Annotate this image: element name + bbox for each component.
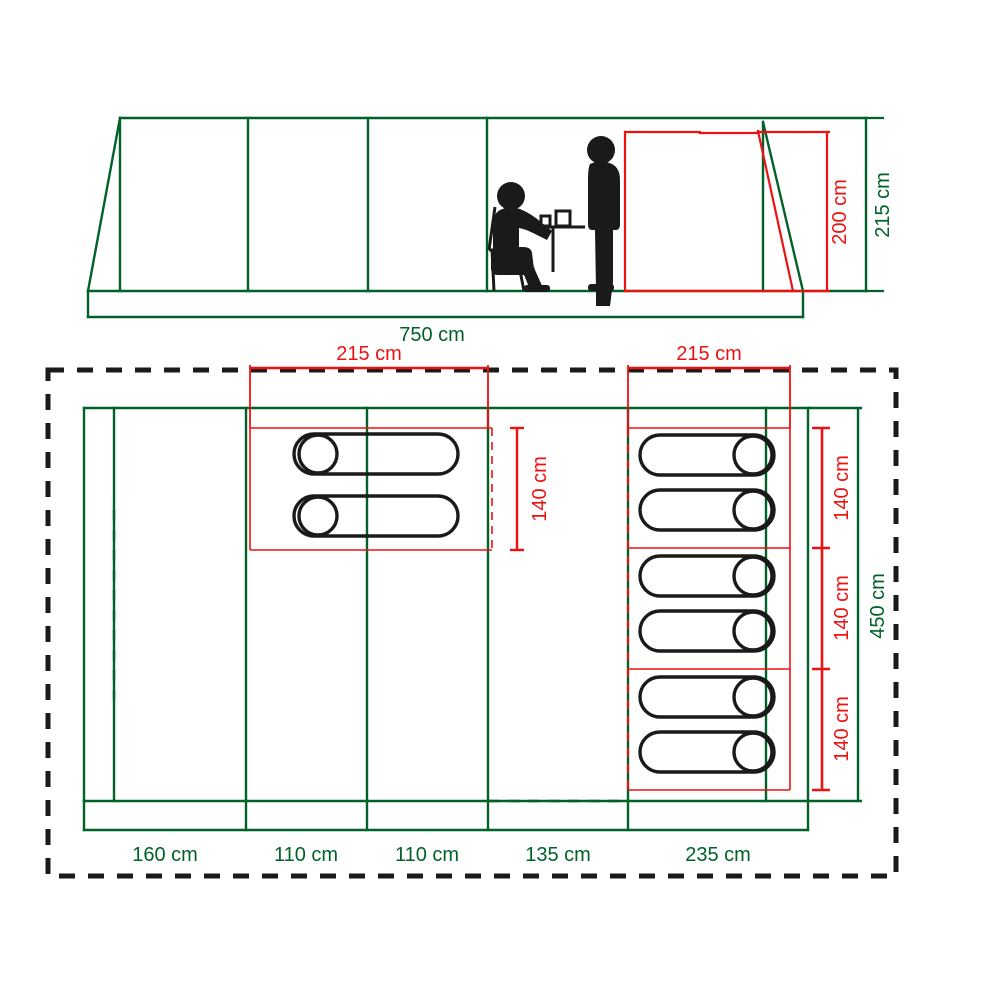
standing-person-foot	[588, 284, 614, 291]
elevation-porch-slope-outer	[761, 120, 805, 293]
sleeping-bag-head	[297, 495, 339, 537]
sleeping-bag-head	[732, 489, 774, 531]
chair-rear-leg	[514, 249, 526, 292]
dim-750-label: 750 cm	[399, 324, 465, 346]
dim-140-right-group	[812, 426, 830, 792]
dim-215-right-label: 215 cm	[676, 343, 742, 365]
sleeping-bag	[292, 432, 460, 476]
human-figures-group	[487, 136, 620, 306]
seated-person-head	[497, 182, 525, 210]
sleeping-bag-body	[638, 675, 776, 719]
chair-back	[487, 206, 497, 251]
sleeping-bag	[638, 554, 776, 598]
sleeping-bag	[638, 730, 776, 774]
dim-140-r2-label: 140 cm	[831, 575, 853, 641]
left-bedroom-outline	[249, 427, 492, 551]
sleeping-bag-body	[638, 433, 776, 477]
dim-215-height-label: 215 cm	[872, 172, 894, 238]
chair-front-leg	[490, 249, 496, 292]
dim-200-label: 200 cm	[829, 179, 851, 245]
sleeping-bag-head	[732, 676, 774, 718]
seg-110b-label: 110 cm	[395, 844, 459, 866]
sleeping-bag-body	[292, 432, 460, 476]
sleeping-bag-body	[292, 494, 460, 538]
sleeping-bag	[292, 494, 460, 538]
dim-200cm	[758, 130, 830, 293]
dim-140-left-label: 140 cm	[529, 456, 551, 522]
seg-110a-label: 110 cm	[274, 844, 338, 866]
elevation-inner-right-slope	[756, 129, 795, 293]
dim-215cm-height	[866, 116, 884, 293]
sleeping-bag-head	[732, 731, 774, 773]
table-item-cup	[539, 214, 552, 228]
standing-person-figure	[587, 136, 620, 306]
dim-215-left-label: 215 cm	[336, 343, 402, 365]
seg-135-label: 135 cm	[525, 844, 591, 866]
seg-160-label: 160 cm	[132, 844, 198, 866]
chair	[487, 206, 526, 292]
seated-person-lower-leg	[522, 260, 544, 292]
dim-140-left	[510, 426, 524, 552]
sleeping-bag-body	[638, 730, 776, 774]
sleeping-bag	[638, 433, 776, 477]
dim-450-label: 450 cm	[867, 573, 889, 639]
sleeping-bag-head	[732, 434, 774, 476]
sleeping-bag-body	[638, 554, 776, 598]
side-elevation-view	[86, 116, 868, 319]
elevation-left-slope	[86, 116, 122, 293]
seated-person-foot	[524, 285, 550, 292]
seg-235-label: 235 cm	[685, 844, 751, 866]
floorplan-door-openings	[112, 510, 628, 803]
sleeping-bag-head	[732, 555, 774, 597]
seated-person-figure	[487, 182, 585, 292]
standing-person-head	[587, 136, 615, 164]
sleeping-bag-head	[732, 610, 774, 652]
dim-140-r3-label: 140 cm	[831, 696, 853, 762]
sleeping-bag	[638, 675, 776, 719]
left-bedroom-sleeping-bags	[292, 432, 460, 538]
sleeping-bag-body	[638, 488, 776, 532]
right-bedroom-outline	[628, 427, 791, 791]
dim-450-depth	[808, 406, 862, 803]
dim-140-r1-label: 140 cm	[831, 455, 853, 521]
sleeping-bag-head	[297, 433, 339, 475]
standing-person-body	[588, 161, 620, 306]
sleeping-bag-body	[638, 609, 776, 653]
right-bedroom-sleeping-bags	[638, 433, 776, 774]
table-item-box	[554, 209, 572, 228]
dim-215-right-width	[627, 365, 791, 428]
sleeping-bag	[638, 488, 776, 532]
dim-215-left-width	[249, 365, 489, 428]
floorplan-outer-boundary	[45, 367, 899, 879]
sleeping-bag	[638, 609, 776, 653]
